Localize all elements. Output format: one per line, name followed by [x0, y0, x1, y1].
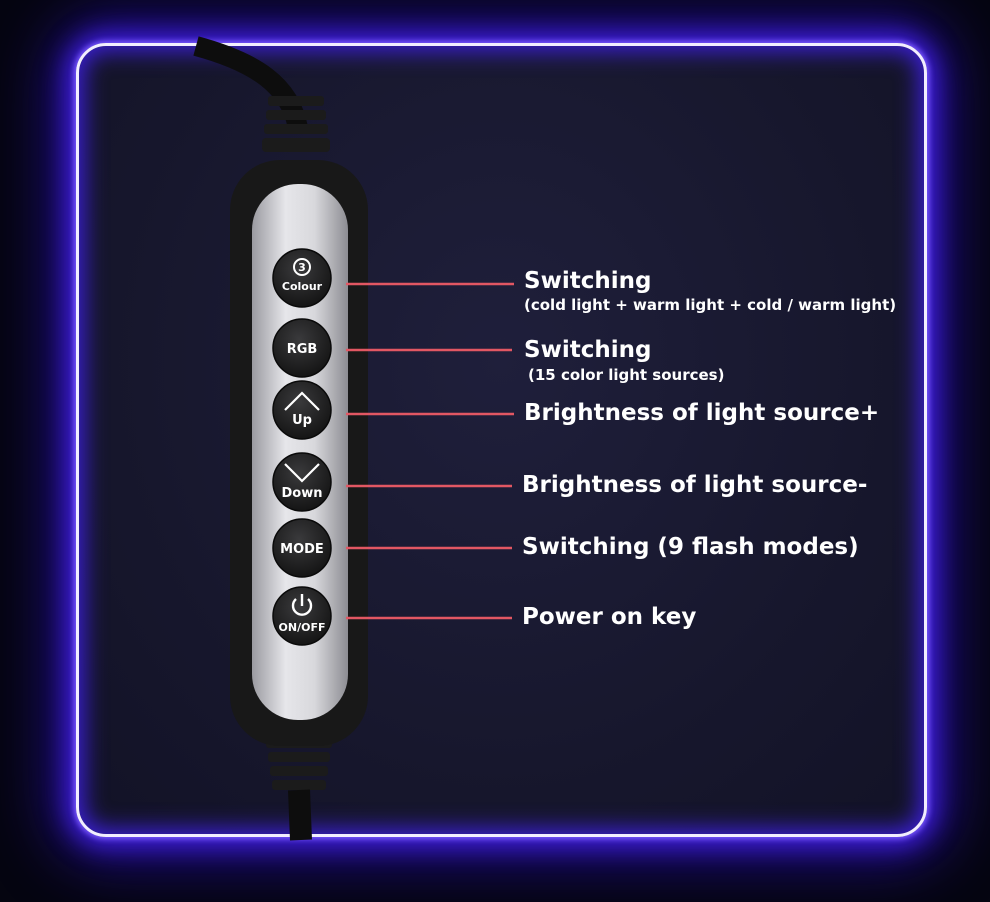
number-3-circle-icon: 3	[293, 258, 311, 276]
colour-button-label: Colour	[282, 280, 323, 293]
down-button-label: Down	[282, 486, 323, 501]
rgb-callout-title: Switching	[524, 337, 652, 363]
rgb-button-label: RGB	[287, 342, 318, 357]
power-icon	[291, 594, 313, 616]
chevron-up-icon	[284, 391, 320, 411]
up-callout-title: Brightness of light source+	[524, 400, 880, 426]
onoff-button[interactable]: ON/OFF	[272, 586, 332, 646]
glow-frame	[76, 43, 927, 837]
controller-panel	[252, 184, 348, 720]
colour-callout-title: Switching	[524, 268, 652, 294]
top-strain-relief	[262, 96, 330, 152]
mode-button-label: MODE	[280, 542, 324, 557]
down-button[interactable]: Down	[272, 452, 332, 512]
mode-callout-title: Switching (9 flash modes)	[522, 534, 859, 560]
onoff-button-label: ON/OFF	[279, 621, 326, 634]
down-callout-title: Brightness of light source-	[522, 472, 868, 498]
up-button-label: Up	[292, 413, 312, 428]
rgb-callout-subtitle: (15 color light sources)	[528, 366, 725, 384]
bottom-cable	[288, 789, 312, 841]
rgb-button[interactable]: RGB	[272, 318, 332, 378]
onoff-callout-title: Power on key	[522, 604, 697, 630]
colour-callout-subtitle: (cold light + warm light + cold / warm l…	[524, 296, 897, 314]
icon-number: 3	[298, 261, 306, 274]
mode-button[interactable]: MODE	[272, 518, 332, 578]
chevron-down-icon	[284, 463, 320, 483]
up-button[interactable]: Up	[272, 380, 332, 440]
